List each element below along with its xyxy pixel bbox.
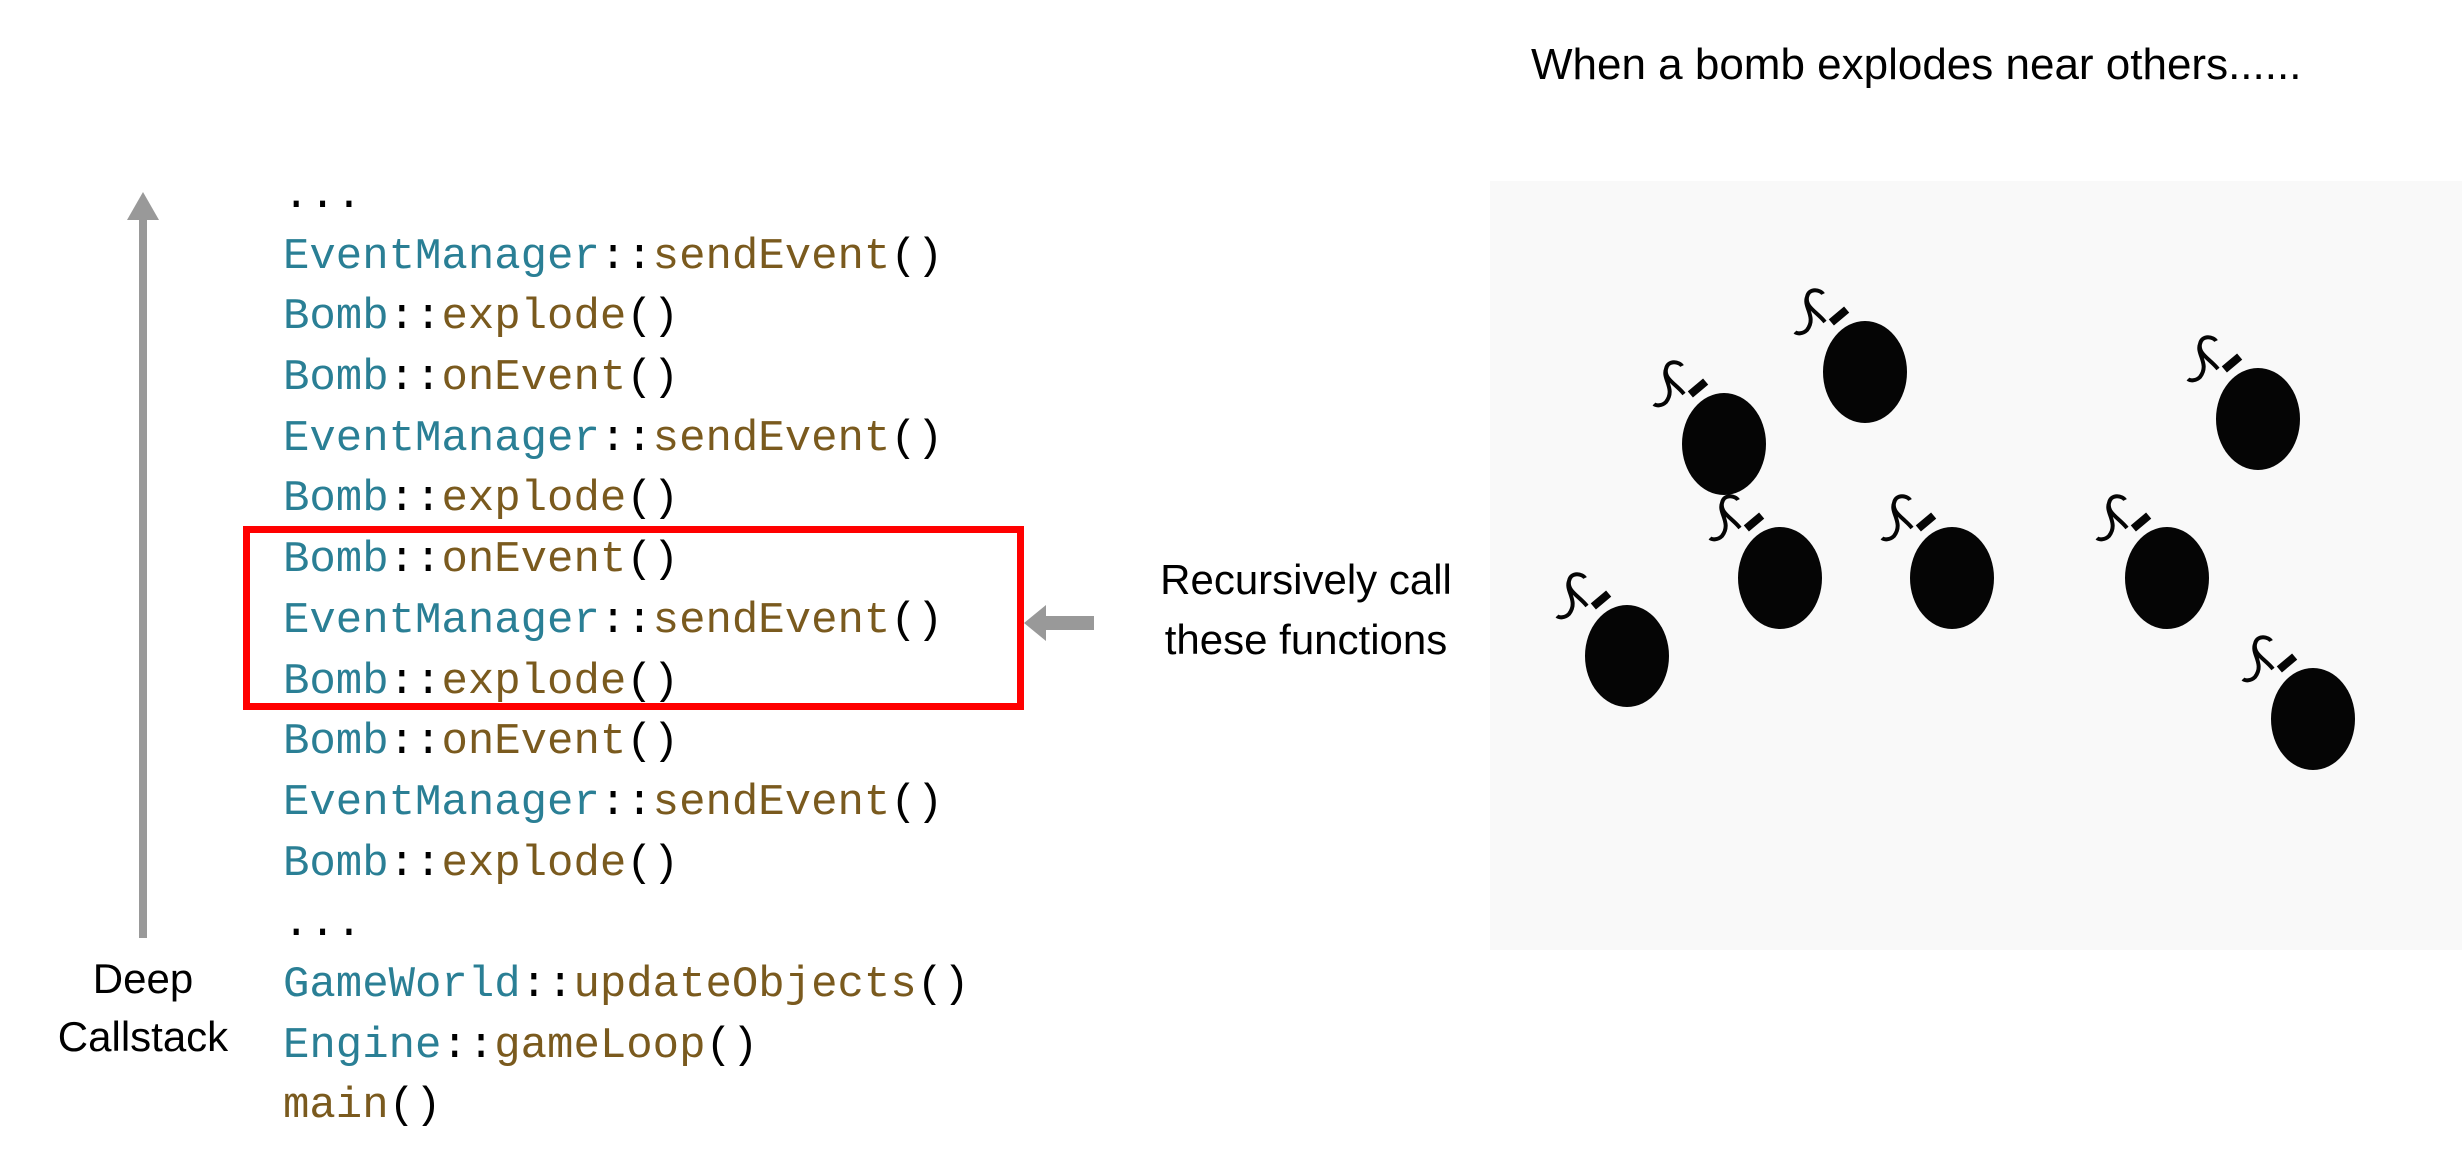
- punctuation: ::: [388, 838, 442, 889]
- punctuation: ...: [283, 171, 363, 221]
- class-name: Engine: [283, 1020, 442, 1071]
- function-name: explode: [441, 474, 627, 525]
- punctuation: (): [890, 413, 944, 464]
- code-line: Bomb::onEvent(): [283, 348, 970, 409]
- class-name: EventManager: [283, 777, 600, 828]
- function-name: sendEvent: [652, 231, 891, 282]
- callstack-code: ...EventManager::sendEvent()Bomb::explod…: [283, 166, 970, 1137]
- code-line: Bomb::explode(): [283, 469, 970, 530]
- bomb-icon: [2095, 494, 2209, 629]
- bomb-icon: [1555, 572, 1669, 707]
- code-line: Bomb::onEvent(): [283, 530, 970, 591]
- punctuation: ::: [388, 474, 442, 525]
- function-name: main: [283, 1081, 389, 1132]
- punctuation: ::: [599, 595, 653, 646]
- code-line: main(): [283, 1076, 970, 1137]
- recursion-highlight-box: [243, 526, 1024, 710]
- recursion-label: Recursively call these functions: [1116, 550, 1496, 670]
- bomb-icon: [1652, 360, 1766, 495]
- code-line: EventManager::sendEvent(): [283, 773, 970, 834]
- class-name: EventManager: [283, 413, 600, 464]
- bomb-icon: [2186, 335, 2300, 470]
- punctuation: ...: [283, 899, 363, 950]
- function-name: onEvent: [441, 353, 627, 404]
- punctuation: ::: [599, 231, 653, 282]
- class-name: Bomb: [283, 535, 389, 586]
- function-name: sendEvent: [652, 595, 891, 646]
- callstack-arrow: [139, 215, 147, 938]
- left-arrow-icon: [1024, 605, 1094, 641]
- punctuation: ::: [599, 777, 653, 828]
- punctuation: (): [626, 717, 680, 768]
- punctuation: (): [916, 959, 970, 1010]
- class-name: EventManager: [283, 595, 600, 646]
- code-line: Bomb::explode(): [283, 287, 970, 348]
- class-name: GameWorld: [283, 959, 521, 1010]
- function-name: updateObjects: [573, 959, 917, 1010]
- recursion-label-line: these functions: [1164, 616, 1448, 663]
- bomb-icon: [2241, 635, 2355, 770]
- class-name: Bomb: [283, 656, 389, 707]
- punctuation: (): [626, 838, 680, 889]
- punctuation: ::: [441, 1020, 495, 1071]
- bomb-icon: [1880, 494, 1994, 629]
- punctuation: ::: [388, 353, 442, 404]
- punctuation: ::: [520, 959, 574, 1010]
- punctuation: ::: [388, 717, 442, 768]
- code-line: EventManager::sendEvent(): [283, 591, 970, 652]
- punctuation: ::: [388, 292, 442, 343]
- punctuation: ::: [388, 656, 442, 707]
- punctuation: ::: [599, 413, 653, 464]
- class-name: EventManager: [283, 231, 600, 282]
- punctuation: (): [890, 595, 944, 646]
- function-name: sendEvent: [652, 777, 891, 828]
- class-name: Bomb: [283, 717, 389, 768]
- punctuation: (): [388, 1081, 442, 1132]
- punctuation: (): [626, 292, 680, 343]
- callstack-label: Deep Callstack: [23, 950, 263, 1066]
- code-line: Engine::gameLoop(): [283, 1016, 970, 1077]
- code-line: Bomb::onEvent(): [283, 712, 970, 773]
- code-line: Bomb::explode(): [283, 652, 970, 713]
- punctuation: (): [890, 231, 944, 282]
- callstack-label-line: Callstack: [57, 1013, 229, 1060]
- punctuation: (): [626, 474, 680, 525]
- code-line: EventManager::sendEvent(): [283, 409, 970, 470]
- class-name: Bomb: [283, 292, 389, 343]
- bomb-icon: [1793, 288, 1907, 423]
- code-line: ...: [283, 894, 970, 955]
- class-name: Bomb: [283, 474, 389, 525]
- code-line: EventManager::sendEvent(): [283, 227, 970, 288]
- code-line: GameWorld::updateObjects(): [283, 955, 970, 1016]
- function-name: explode: [441, 838, 627, 889]
- bomb-icon: [1708, 494, 1822, 629]
- punctuation: ::: [388, 535, 442, 586]
- function-name: onEvent: [441, 717, 627, 768]
- punctuation: (): [890, 777, 944, 828]
- callstack-label-line: Deep: [92, 955, 194, 1002]
- punctuation: (): [626, 656, 680, 707]
- class-name: Bomb: [283, 353, 389, 404]
- function-name: onEvent: [441, 535, 627, 586]
- function-name: explode: [441, 656, 627, 707]
- class-name: Bomb: [283, 838, 389, 889]
- diagram-title: When a bomb explodes near others......: [1531, 40, 2302, 89]
- function-name: gameLoop: [494, 1020, 706, 1071]
- recursion-label-line: Recursively call: [1160, 556, 1452, 603]
- function-name: sendEvent: [652, 413, 891, 464]
- code-line: Bomb::explode(): [283, 834, 970, 895]
- punctuation: (): [705, 1020, 759, 1071]
- function-name: explode: [441, 292, 627, 343]
- punctuation: (): [626, 535, 680, 586]
- code-line: ...: [283, 166, 970, 227]
- punctuation: (): [626, 353, 680, 404]
